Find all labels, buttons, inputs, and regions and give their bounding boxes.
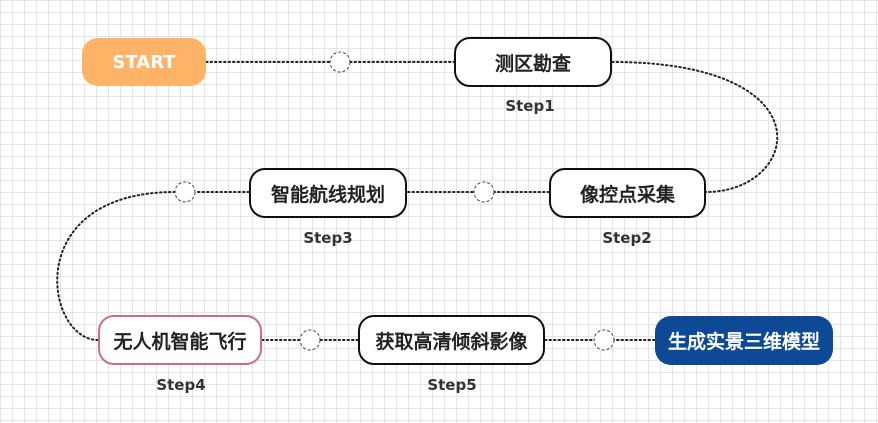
step-label-2: Step2 bbox=[602, 229, 652, 247]
start-node: START bbox=[82, 38, 206, 86]
connector-waypoint bbox=[593, 329, 615, 351]
connector-waypoint bbox=[174, 181, 196, 203]
connector-step3-step4 bbox=[56, 191, 176, 341]
node-route-planning: 智能航线规划 bbox=[249, 168, 407, 218]
node-control-points: 像控点采集 bbox=[549, 168, 706, 218]
step-label-4: Step4 bbox=[156, 376, 206, 394]
step-label-3: Step3 bbox=[303, 229, 353, 247]
node-oblique-images: 获取高清倾斜影像 bbox=[358, 315, 545, 365]
node-uav-flight: 无人机智能飞行 bbox=[98, 315, 262, 365]
node-survey: 测区勘查 bbox=[454, 37, 612, 87]
node-3d-model: 生成实景三维模型 bbox=[655, 316, 833, 365]
connector-waypoint bbox=[473, 181, 495, 203]
connector-step1-step2 bbox=[611, 61, 779, 193]
connector-waypoint bbox=[299, 329, 321, 351]
step-label-5: Step5 bbox=[427, 376, 477, 394]
connector-waypoint bbox=[329, 51, 351, 73]
step-label-1: Step1 bbox=[505, 97, 555, 115]
